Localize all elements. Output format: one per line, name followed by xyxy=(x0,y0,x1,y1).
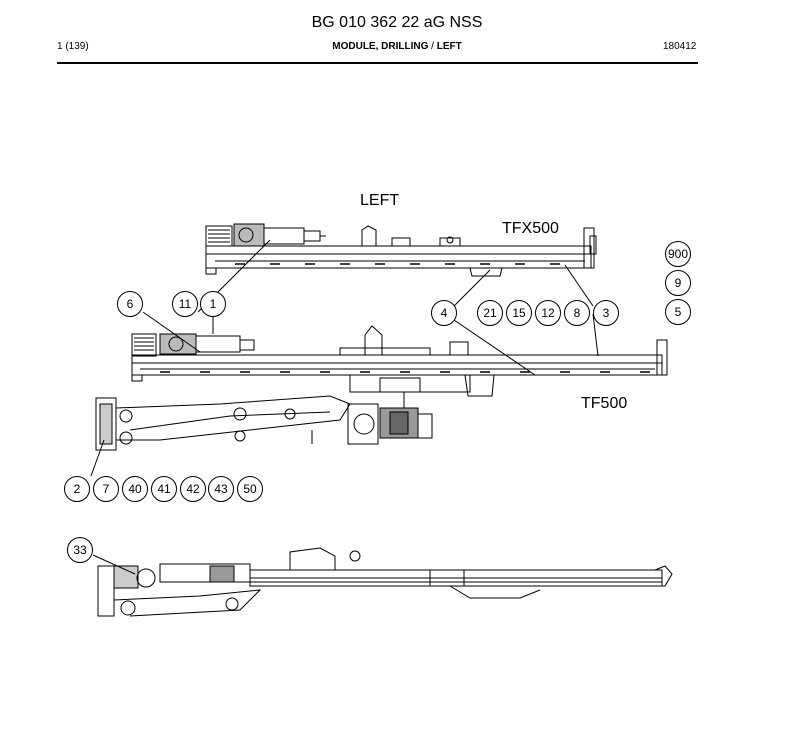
tf500-cradle xyxy=(339,325,495,397)
callout-43: 43 xyxy=(208,476,234,502)
page-number: 1 (139) xyxy=(57,41,89,52)
tf500-label: TF500 xyxy=(581,395,628,412)
callout-8: 8 xyxy=(564,300,590,326)
module-name: MODULE, DRILLING xyxy=(332,41,429,52)
module-title: MODULE, DRILLING / LEFT xyxy=(0,41,794,52)
callout-7: 7 xyxy=(93,476,119,502)
callout-12: 12 xyxy=(535,300,561,326)
callout-21: 21 xyxy=(477,300,503,326)
tfx500-cradle xyxy=(361,225,503,277)
header-divider xyxy=(57,62,698,64)
tfx500-feed-beam xyxy=(205,227,597,275)
tfx500-rock-drill xyxy=(205,223,326,247)
callout-1: 1 xyxy=(200,291,226,317)
callout-41: 41 xyxy=(151,476,177,502)
callout-15: 15 xyxy=(506,300,532,326)
callout-5: 5 xyxy=(665,299,691,325)
callout-11: 11 xyxy=(172,291,198,317)
lower-boom-topview xyxy=(97,547,673,617)
tf500-feed-beam xyxy=(131,339,668,382)
leader-lines xyxy=(90,239,599,575)
callout-40: 40 xyxy=(122,476,148,502)
callout-42: 42 xyxy=(180,476,206,502)
callout-2: 2 xyxy=(64,476,90,502)
callout-9: 9 xyxy=(665,270,691,296)
callout-4: 4 xyxy=(431,300,457,326)
callout-50: 50 xyxy=(237,476,263,502)
tfx500-label: TFX500 xyxy=(502,220,559,237)
module-side: LEFT xyxy=(436,41,462,52)
module-separator: / xyxy=(431,41,434,52)
callout-33: 33 xyxy=(67,537,93,563)
callout-6: 6 xyxy=(117,291,143,317)
document-title: BG 010 362 22 aG NSS xyxy=(311,14,483,31)
left-label: LEFT xyxy=(360,192,400,209)
tf500-rock-drill xyxy=(131,333,255,357)
middle-boom-arm xyxy=(95,392,433,451)
callout-3: 3 xyxy=(593,300,619,326)
callout-900: 900 xyxy=(665,241,691,267)
document-date: 180412 xyxy=(663,41,697,52)
